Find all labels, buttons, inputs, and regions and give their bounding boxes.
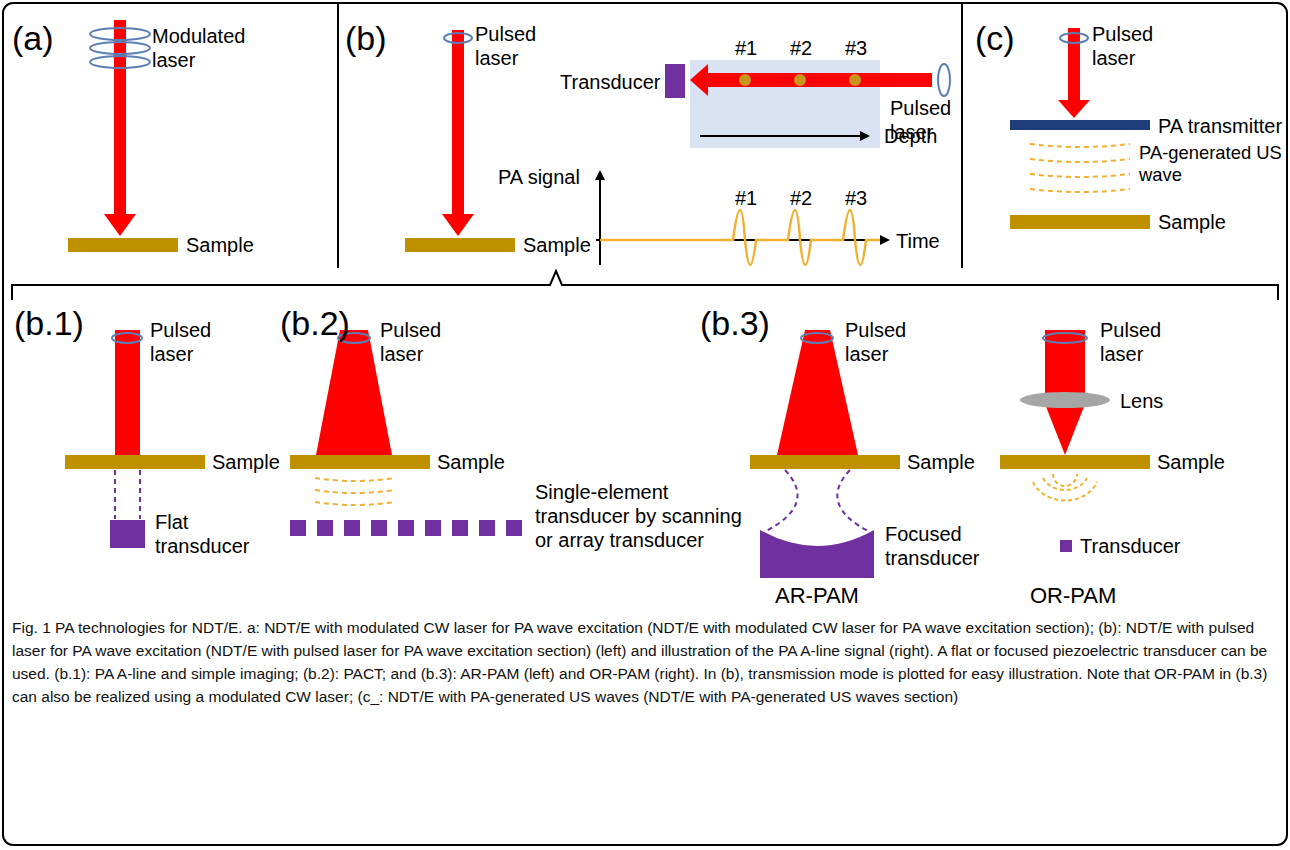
panel-label: (c) xyxy=(975,18,1015,59)
panel-label: (a) xyxy=(12,18,54,59)
figure-label: Pulsed laser xyxy=(150,318,220,366)
figure-label: Sample xyxy=(212,450,280,474)
figure-label: Modulated laser xyxy=(152,24,257,72)
figure-label: AR-PAM xyxy=(775,583,859,609)
figure-label: Flat transducer xyxy=(155,510,260,558)
panel-label: (b.2) xyxy=(280,303,350,344)
figure-label: Depth xyxy=(884,124,937,148)
figure-label: Sample xyxy=(1158,210,1226,234)
panel-label: (b.3) xyxy=(700,303,770,344)
panel-dividers xyxy=(338,3,962,268)
figure-label: PA-generated US wave xyxy=(1139,142,1284,186)
figure-label: Transducer xyxy=(560,70,660,94)
bracket xyxy=(12,271,1278,300)
figure-label: #3 xyxy=(845,186,867,210)
figure-label: Lens xyxy=(1120,389,1163,413)
figure-label: #3 xyxy=(845,36,867,60)
figure-label: Sample xyxy=(907,450,975,474)
panel-label: (b.1) xyxy=(14,303,84,344)
figure-label: Pulsed laser xyxy=(380,318,450,366)
figure-label: #1 xyxy=(735,36,757,60)
figure-label: Single-element transducer by scanning or… xyxy=(535,480,750,552)
figure-label: #1 xyxy=(735,186,757,210)
panel-b3-ar-art xyxy=(750,330,900,578)
figure-label: Sample xyxy=(523,233,591,257)
figure-label: #2 xyxy=(790,186,812,210)
figure-label: Sample xyxy=(437,450,505,474)
figure-label: Pulsed laser xyxy=(1092,22,1162,70)
figure-label: Pulsed laser xyxy=(845,318,915,366)
figure-label: #2 xyxy=(790,36,812,60)
figure-label: PA transmitter xyxy=(1158,114,1282,138)
figure-label: Sample xyxy=(1157,450,1225,474)
panel-label: (b) xyxy=(345,18,387,59)
figure-label: OR-PAM xyxy=(1030,583,1116,609)
figure-label: PA signal xyxy=(498,165,580,189)
figure-caption: Fig. 1 PA technologies for NDT/E. a: NDT… xyxy=(12,616,1278,708)
figure-label: Sample xyxy=(186,233,254,257)
figure-label: Pulsed laser xyxy=(475,22,545,70)
figure-label: Transducer xyxy=(1080,534,1180,558)
figure-label: Pulsed laser xyxy=(1100,318,1170,366)
figure-frame xyxy=(3,3,1287,845)
figure-label: Focused transducer xyxy=(885,522,985,570)
figure-label: Time xyxy=(896,229,940,253)
